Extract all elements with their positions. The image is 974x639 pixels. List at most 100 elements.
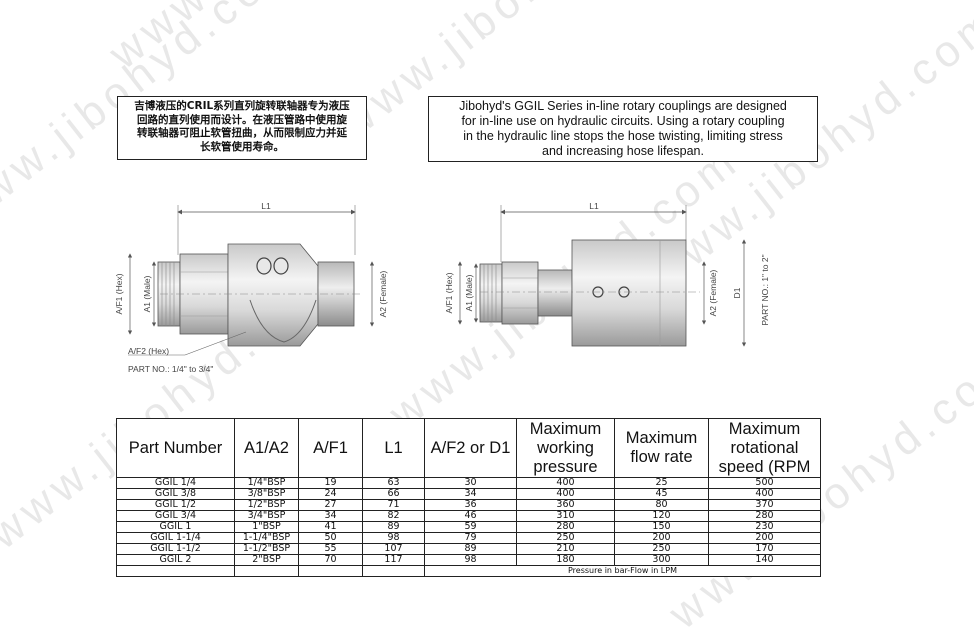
cell: 180 xyxy=(516,554,615,566)
a1-label: A1 (Male) xyxy=(142,275,152,312)
table-footnote: Pressure in bar-Flow in LPM xyxy=(424,565,821,577)
right-coupling-drawing: L1 A/F1 (Hex) A1 (Male) A2 (Female) D1 P… xyxy=(444,201,770,347)
left-coupling-drawing: L1 A/F1 (Hex) A1 (Male) A2 (Female) A/F2… xyxy=(114,201,388,374)
technical-drawings: L1 A/F1 (Hex) A1 (Male) A2 (Female) A/F2… xyxy=(114,201,770,374)
cell: 79 xyxy=(424,532,517,544)
cell: 89 xyxy=(424,543,517,555)
left-part-no: PART NO.: 1/4" to 3/4" xyxy=(128,364,213,374)
cell xyxy=(298,565,363,577)
chinese-line: 长软管使用寿命。 xyxy=(200,140,284,153)
cell: 66 xyxy=(362,488,425,500)
cell: 1"BSP xyxy=(234,521,299,533)
cell: 250 xyxy=(614,543,709,555)
l1-label: L1 xyxy=(589,201,599,211)
cell: 70 xyxy=(298,554,363,566)
af2-label: A/F2 (Hex) xyxy=(128,346,169,356)
cell: 150 xyxy=(614,521,709,533)
cell: 82 xyxy=(362,510,425,522)
chinese-description: 吉博液压的CRIL系列直列旋转联轴器专为液压 回路的直列使用而设计。在液压管路中… xyxy=(117,96,367,160)
cell: 98 xyxy=(362,532,425,544)
cell: 25 xyxy=(614,477,709,489)
cell: 310 xyxy=(516,510,615,522)
cell: 170 xyxy=(708,543,821,555)
header-speed: Maximum rotational speed (RPM xyxy=(708,418,821,478)
cell: 55 xyxy=(298,543,363,555)
cell: 140 xyxy=(708,554,821,566)
spec-table: Part Number A1/A2 A/F1 L1 A/F2 or D1 Max… xyxy=(116,418,821,577)
chinese-line: 吉博液压的CRIL系列直列旋转联轴器专为液压 xyxy=(134,100,350,112)
chinese-line: 转联轴器可阻止软管扭曲，从而限制应力并延 xyxy=(137,127,347,139)
english-line: for in-line use on hydraulic circuits. U… xyxy=(461,114,785,128)
header-af1: A/F1 xyxy=(298,418,363,478)
table-header-row: Part Number A1/A2 A/F1 L1 A/F2 or D1 Max… xyxy=(116,418,821,478)
cell: 24 xyxy=(298,488,363,500)
cell: 19 xyxy=(298,477,363,489)
cell: 36 xyxy=(424,499,517,511)
cell: GGIL 2 xyxy=(116,554,235,566)
a1-label: A1 (Male) xyxy=(464,274,474,311)
d1-label: D1 xyxy=(732,287,742,298)
cell: GGIL 1 xyxy=(116,521,235,533)
cell: 1-1/4"BSP xyxy=(234,532,299,544)
cell: GGIL 1/2 xyxy=(116,499,235,511)
cell: 210 xyxy=(516,543,615,555)
a2-label: A2 (Female) xyxy=(378,270,388,317)
cell: 200 xyxy=(708,532,821,544)
chinese-line: 回路的直列使用而设计。在液压管路中使用旋 xyxy=(137,113,347,126)
cell: 120 xyxy=(614,510,709,522)
cell: 200 xyxy=(614,532,709,544)
cell: 117 xyxy=(362,554,425,566)
english-line: Jibohyd's GGIL Series in-line rotary cou… xyxy=(459,99,787,113)
cell: 27 xyxy=(298,499,363,511)
header-flow: Maximum flow rate xyxy=(614,418,709,478)
cell: 3/4"BSP xyxy=(234,510,299,522)
l1-label: L1 xyxy=(261,201,271,211)
cell: 400 xyxy=(516,488,615,500)
cell: 500 xyxy=(708,477,821,489)
cell: 45 xyxy=(614,488,709,500)
cell: GGIL 3/4 xyxy=(116,510,235,522)
cell: GGIL 1-1/4 xyxy=(116,532,235,544)
cell: 34 xyxy=(424,488,517,500)
cell: 3/8"BSP xyxy=(234,488,299,500)
header-af2-d1: A/F2 or D1 xyxy=(424,418,517,478)
cell: 80 xyxy=(614,499,709,511)
a2-label: A2 (Female) xyxy=(708,269,718,316)
cell: GGIL 1/4 xyxy=(116,477,235,489)
english-description: Jibohyd's GGIL Series in-line rotary cou… xyxy=(428,96,818,162)
cell: 34 xyxy=(298,510,363,522)
cell: 50 xyxy=(298,532,363,544)
right-part-no: PART NO.: 1" to 2" xyxy=(760,254,770,325)
cell: 98 xyxy=(424,554,517,566)
cell: 30 xyxy=(424,477,517,489)
cell: 2"BSP xyxy=(234,554,299,566)
cell: 370 xyxy=(708,499,821,511)
cell: GGIL 3/8 xyxy=(116,488,235,500)
cell: 400 xyxy=(708,488,821,500)
header-part-number: Part Number xyxy=(116,418,235,478)
cell: 1/2"BSP xyxy=(234,499,299,511)
cell: 63 xyxy=(362,477,425,489)
english-line: in the hydraulic line stops the hose twi… xyxy=(463,129,783,143)
cell: 360 xyxy=(516,499,615,511)
header-pressure: Maximum working pressure xyxy=(516,418,615,478)
cell: 59 xyxy=(424,521,517,533)
cell: 280 xyxy=(516,521,615,533)
cell: 46 xyxy=(424,510,517,522)
english-line: and increasing hose lifespan. xyxy=(542,144,704,158)
cell: 41 xyxy=(298,521,363,533)
cell: GGIL 1-1/2 xyxy=(116,543,235,555)
af1-label: A/F1 (Hex) xyxy=(114,273,124,314)
table-footnote-row: Pressure in bar-Flow in LPM xyxy=(116,565,821,577)
cell: 280 xyxy=(708,510,821,522)
cell xyxy=(116,565,235,577)
header-l1: L1 xyxy=(362,418,425,478)
af1-label: A/F1 (Hex) xyxy=(444,272,454,313)
cell xyxy=(362,565,425,577)
cell: 300 xyxy=(614,554,709,566)
cell: 89 xyxy=(362,521,425,533)
